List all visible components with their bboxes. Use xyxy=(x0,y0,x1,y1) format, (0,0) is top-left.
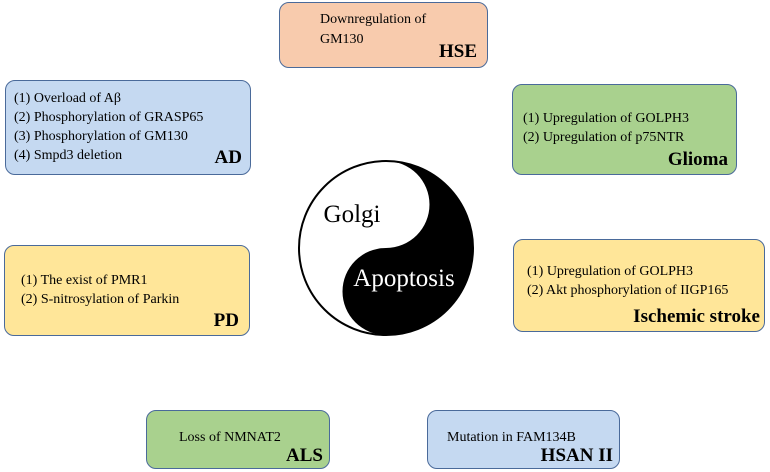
pd-line-2: (2) S-nitrosylation of Parkin xyxy=(21,292,180,307)
als-line-1: Loss of NMNAT2 xyxy=(179,430,281,445)
hsan-tag: HSAN II xyxy=(540,445,613,466)
ad-line-4: (4) Smpd3 deletion xyxy=(14,148,123,163)
glioma-line-2: (2) Upregulation of p75NTR xyxy=(523,130,685,145)
als-tag: ALS xyxy=(286,445,323,466)
pd-box: (1) The exist of PMR1 (2) S-nitrosylatio… xyxy=(4,245,250,336)
hsan-box: Mutation in FAM134B HSAN II xyxy=(427,410,620,469)
glioma-line-1: (1) Upregulation of GOLPH3 xyxy=(523,111,690,126)
pd-tag: PD xyxy=(213,310,239,331)
als-box: Loss of NMNAT2 ALS xyxy=(146,410,330,469)
hse-tag: HSE xyxy=(438,41,477,62)
hse-line-2: GM130 xyxy=(320,32,364,47)
ischemic-line-2: (2) Akt phosphorylation of IIGP165 xyxy=(527,283,729,298)
yin-yang-symbol: Golgi Apoptosis xyxy=(298,160,474,336)
ischemic-line-1: (1) Upregulation of GOLPH3 xyxy=(527,264,694,279)
golgi-label: Golgi xyxy=(324,201,381,228)
ischemic-stroke-box: (1) Upregulation of GOLPH3 (2) Akt phosp… xyxy=(513,239,765,332)
ad-tag: AD xyxy=(214,147,242,168)
ad-line-2: (2) Phosphorylation of GRASP65 xyxy=(14,110,204,125)
hsan-line-1: Mutation in FAM134B xyxy=(447,430,576,445)
glioma-box: (1) Upregulation of GOLPH3 (2) Upregulat… xyxy=(512,84,737,175)
hse-box: Downregulation of GM130 HSE xyxy=(279,2,488,68)
ad-box: (1) Overload of Aβ (2) Phosphorylation o… xyxy=(5,80,251,175)
hse-line-1: Downregulation of xyxy=(320,12,427,27)
ad-line-1: (1) Overload of Aβ xyxy=(14,91,122,106)
ischemic-tag: Ischemic stroke xyxy=(633,306,760,327)
ad-line-3: (3) Phosphorylation of GM130 xyxy=(14,129,188,144)
pd-line-1: (1) The exist of PMR1 xyxy=(21,273,148,288)
yin-yang-black-half xyxy=(342,161,473,335)
glioma-tag: Glioma xyxy=(667,149,728,170)
apoptosis-label: Apoptosis xyxy=(353,265,454,292)
